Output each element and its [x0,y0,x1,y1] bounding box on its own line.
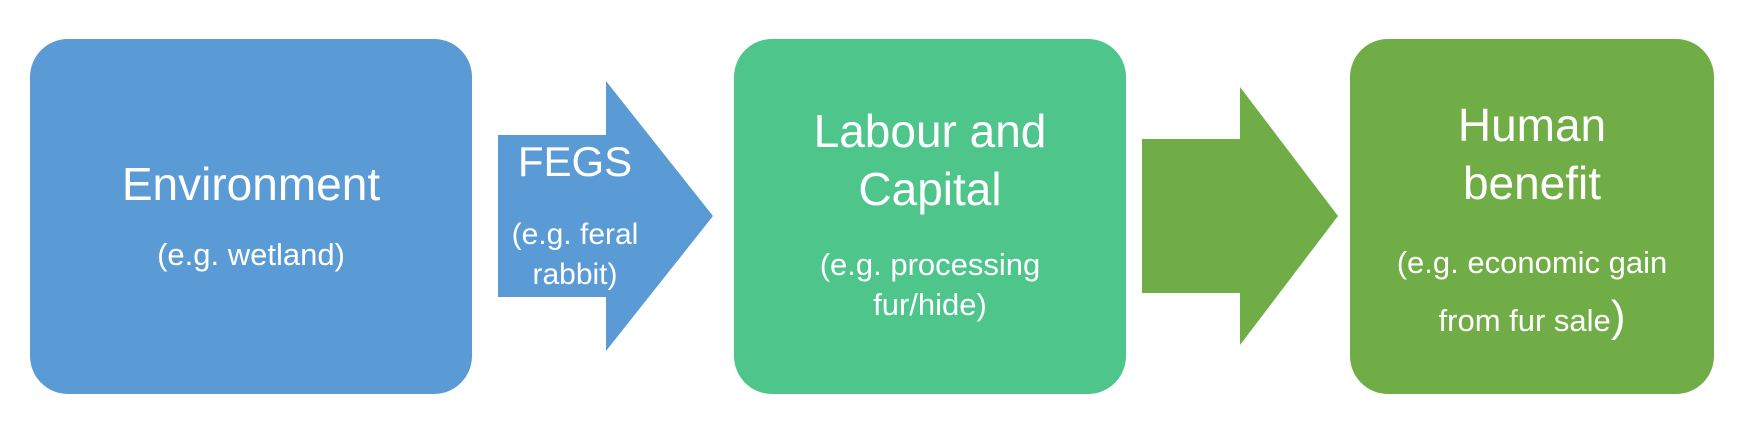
environment-title: Environment [121,158,381,210]
environment-example: (e.g. wetland) [157,237,345,272]
labour-capital-example: (e.g. processing fur/hide) [819,247,1041,322]
human-benefit-title: Human benefit [1457,99,1607,209]
human-benefit-example-text: (e.g. economic gain from fur sale [1396,245,1668,338]
human-benefit-box: Human benefit (e.g. economic gain from f… [1350,39,1714,394]
human-benefit-example-close: ) [1610,292,1626,341]
environment-box: Environment (e.g. wetland) [30,39,472,394]
labour-capital-title: Labour and Capital [813,105,1047,215]
fegs-label: FEGS [517,138,633,185]
labour-capital-box: Labour and Capital (e.g. processing fur/… [734,39,1126,394]
fegs-arrow [498,81,713,351]
fegs-example: (e.g. feral rabbit) [511,218,639,291]
human-benefit-example: (e.g. economic gain from fur sale) [1350,236,1714,348]
benefit-arrow [1142,87,1338,345]
